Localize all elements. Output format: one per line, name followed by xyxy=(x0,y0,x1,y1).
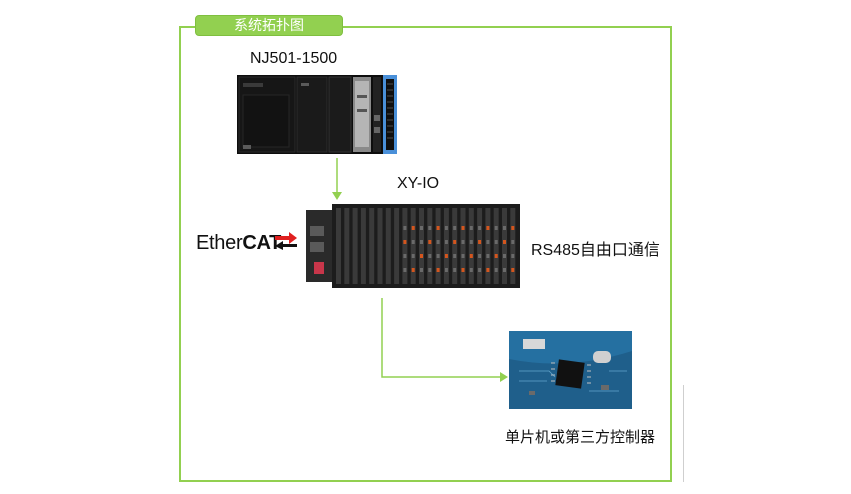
ethercat-suffix: CAT xyxy=(242,232,282,254)
io-label: XY-IO xyxy=(397,175,440,192)
rs485-label: RS485自由口通信 xyxy=(531,242,660,259)
topology-frame xyxy=(179,26,672,482)
plc-image xyxy=(237,75,397,154)
ethercat-prefix: Ether xyxy=(196,232,243,254)
mcu-board-image xyxy=(509,331,632,409)
diagram-title: 系统拓扑图 xyxy=(195,15,343,36)
frame-divider-line xyxy=(683,385,684,482)
mcu-label: 单片机或第三方控制器 xyxy=(505,428,656,446)
ethercat-arrows-icon xyxy=(275,232,297,250)
plc-label: NJ501-1500 xyxy=(250,50,338,67)
xy-io-image xyxy=(306,204,520,288)
ethercat-logo: EtherCAT xyxy=(196,232,281,255)
